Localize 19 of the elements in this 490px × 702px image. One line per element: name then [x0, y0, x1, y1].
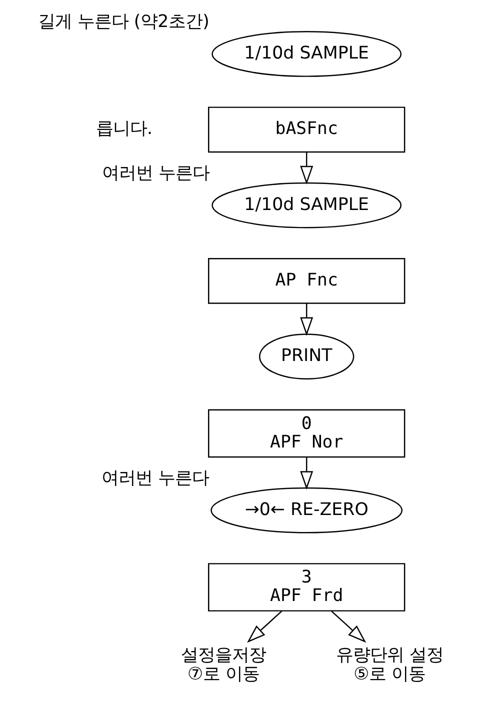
- arrow: [300, 152, 313, 185]
- node-label: 길게 누른다 (약2초간): [37, 12, 209, 32]
- node-box: bASFnc: [208, 106, 405, 153]
- arrow: [330, 610, 366, 643]
- node-ellipse: →0← RE-ZERO: [210, 487, 402, 534]
- node-box: AP Fnc: [208, 258, 405, 304]
- node-box: 3 APF Frd: [208, 563, 405, 612]
- node-ellipse: PRINT: [258, 334, 354, 380]
- arrow: [246, 610, 282, 643]
- node-label: 여러번 누른다: [100, 468, 208, 488]
- label: 릅니다.: [96, 119, 152, 140]
- node-ellipse: 1/10d SAMPLE: [211, 182, 402, 228]
- node-ellipse: 1/10d SAMPLE: [211, 31, 402, 77]
- node-text: 설정을저장 ⑦로 이동: [180, 646, 266, 684]
- arrow: [300, 303, 313, 336]
- arrow: [300, 457, 313, 490]
- node-label: 여러번 누른다: [102, 163, 210, 184]
- node-text: 유량단위 설정 ⑤로 이동: [335, 646, 443, 684]
- node-box: 0 APF Nor: [208, 409, 405, 458]
